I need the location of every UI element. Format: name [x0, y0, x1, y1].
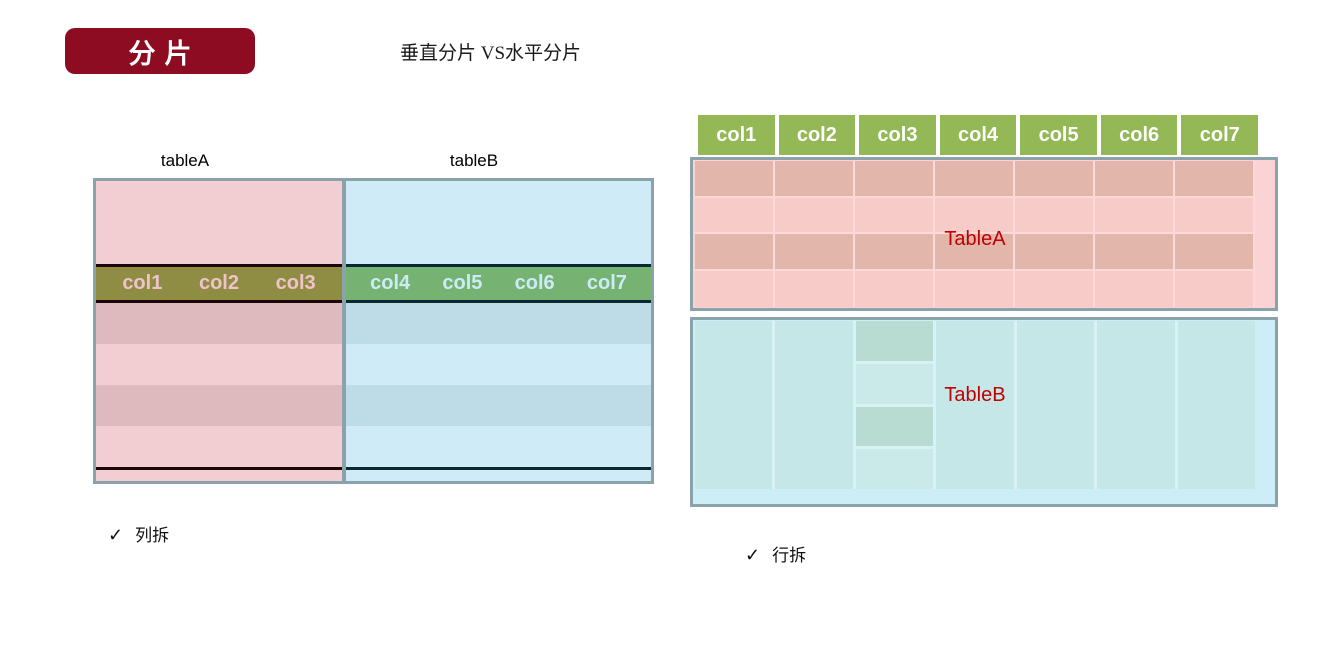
table-column: [1097, 321, 1178, 489]
divider-line: [96, 467, 342, 470]
tablea-row-slice: TableA: [690, 157, 1278, 311]
table-column: [1177, 321, 1255, 489]
checkmark-icon: ✓: [108, 525, 124, 545]
row-split-caption: ✓ 行拆: [745, 541, 806, 566]
table-row: [695, 161, 1255, 198]
column-label: col6: [514, 272, 555, 294]
column-header-cell: col6: [1100, 115, 1178, 155]
column-label: col5: [442, 272, 483, 294]
column-header-cell: col3: [859, 115, 936, 155]
column-header-cell: col2: [778, 115, 856, 155]
column-label: col2: [198, 272, 239, 294]
horizontal-column-header-row: col1 col2 col3 col4 col5 col6 col7: [698, 115, 1259, 155]
tableb-label: TableB: [944, 384, 1006, 406]
column-header-cell: col5: [1020, 115, 1097, 155]
table-row: [695, 234, 1255, 271]
table-row: [96, 303, 342, 344]
checkmark-icon: ✓: [745, 545, 761, 565]
table-column-sliced: [855, 321, 937, 489]
column-label: col7: [586, 272, 627, 294]
tablea-column-slice: col1 col2 col3: [96, 181, 342, 481]
table-column: [775, 321, 856, 489]
table-column: [1016, 321, 1098, 489]
table-row: [695, 270, 1255, 307]
column-label: col3: [275, 272, 316, 294]
table-row: [346, 344, 651, 385]
tableb-top-band: [346, 181, 651, 264]
tableb-row-slice: TableB: [690, 317, 1278, 507]
table-cell: [855, 449, 934, 489]
table-row: [96, 426, 342, 467]
tablea-label: TableA: [944, 228, 1006, 250]
table-cell: [855, 363, 934, 407]
tablea-top-band: [96, 181, 342, 264]
vertical-sharding-diagram: col1 col2 col3 col4 col5 col6 col7: [93, 178, 654, 484]
column-header-cell: col4: [939, 115, 1017, 155]
table-column: [936, 321, 1017, 489]
caption-text: 行拆: [772, 546, 807, 565]
caption-text: 列拆: [135, 526, 170, 545]
tableb-column-slice: col4 col5 col6 col7: [346, 181, 651, 481]
column-header-cell: col1: [698, 115, 775, 155]
column-label: col1: [122, 272, 163, 294]
table-cell: [855, 406, 934, 450]
tableb-columns: [695, 321, 1255, 489]
tablea-column-header: col1 col2 col3: [96, 267, 342, 300]
divider-line: [96, 264, 342, 267]
tablea-bottom-strip: [96, 470, 342, 481]
table-cell: [855, 321, 934, 364]
table-row: [96, 385, 342, 426]
tableb-bottom-strip: [346, 470, 651, 481]
table-row: [96, 344, 342, 385]
column-header-cell: col7: [1181, 115, 1259, 155]
tableb-caption: tableB: [449, 151, 499, 170]
slide-title: 垂直分片 VS水平分片: [400, 43, 582, 64]
table-split-divider: [342, 181, 346, 481]
table-row: [346, 426, 651, 467]
table-column: [695, 321, 776, 489]
divider-line: [346, 300, 651, 303]
column-split-caption: ✓ 列拆: [108, 521, 169, 546]
column-label: col4: [370, 272, 411, 294]
table-row: [346, 303, 651, 344]
tableb-column-header: col4 col5 col6 col7: [346, 267, 651, 300]
divider-line: [346, 467, 651, 470]
divider-line: [346, 264, 651, 267]
table-row: [695, 197, 1255, 234]
tablea-grid: [695, 161, 1255, 307]
divider-line: [96, 300, 342, 303]
section-badge: 分片: [65, 28, 255, 74]
tablea-caption: tableA: [160, 151, 210, 170]
table-row: [346, 385, 651, 426]
